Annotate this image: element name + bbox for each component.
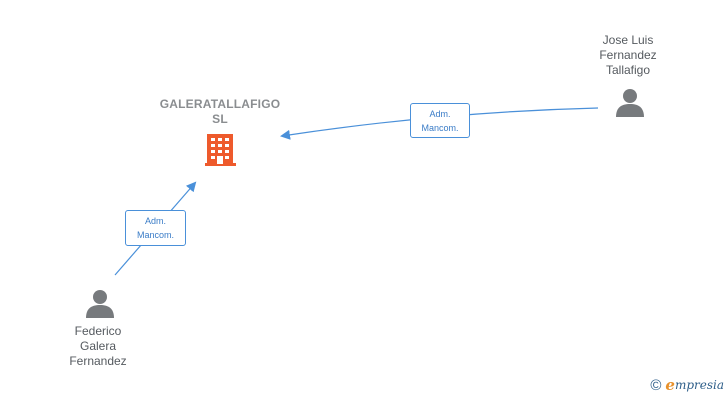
brand-initial: e: [665, 376, 675, 394]
company-name-line: SL: [212, 112, 228, 126]
person-name-line: Tallafigo: [605, 63, 651, 77]
person-name-federico[interactable]: Federico Galera Fernandez: [50, 324, 146, 369]
edge-label-line: Adm.: [429, 109, 451, 119]
person-name-line: Jose Luis: [602, 33, 654, 47]
person-icon[interactable]: [616, 89, 644, 117]
company-name[interactable]: GALERATALLAFIGO SL: [140, 97, 300, 127]
edge-label-federico[interactable]: Adm. Mancom.: [125, 210, 186, 246]
edge-label-line: Mancom.: [421, 123, 459, 133]
edge-label-line: Adm.: [144, 216, 166, 226]
copyright-symbol: ©: [650, 376, 662, 394]
edge-label-jose-luis[interactable]: Adm. Mancom.: [410, 103, 470, 138]
company-name-line: GALERATALLAFIGO: [159, 97, 281, 111]
person-name-jose-luis[interactable]: Jose Luis Fernandez Tallafigo: [580, 33, 676, 78]
brand-name: mpresia: [674, 378, 724, 392]
person-name-line: Galera: [79, 339, 117, 353]
person-icon[interactable]: [86, 290, 114, 318]
brand-logo: © e mpresia: [650, 376, 724, 394]
person-name-line: Fernandez: [599, 48, 657, 62]
person-name-line: Fernandez: [69, 354, 127, 368]
building-icon[interactable]: [205, 134, 236, 166]
edge-label-line: Mancom.: [136, 230, 174, 240]
person-name-line: Federico: [74, 324, 122, 338]
